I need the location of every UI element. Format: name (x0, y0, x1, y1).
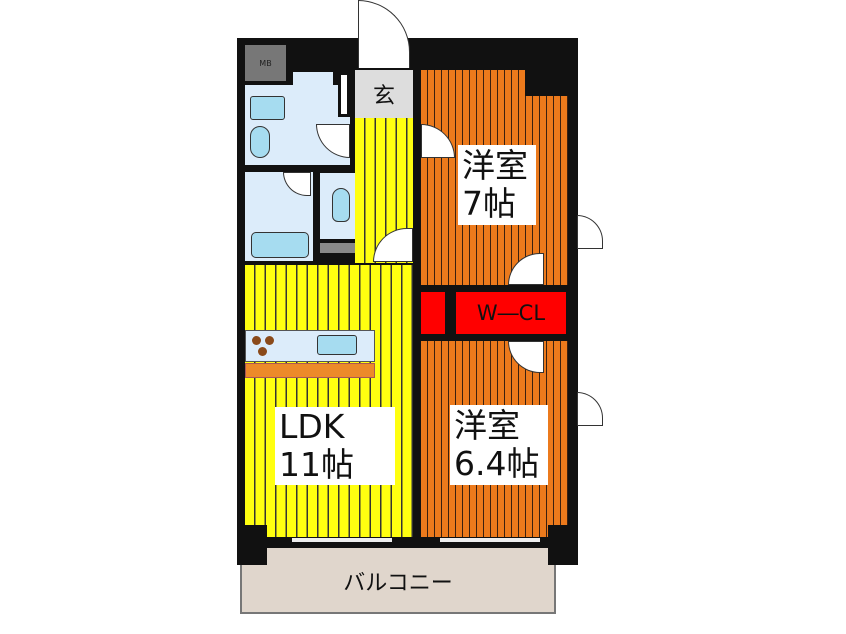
window-room2[interactable] (440, 538, 540, 542)
walk-in-closet: W―CL (456, 292, 566, 334)
washroom-top (293, 72, 333, 86)
bathtub (251, 232, 309, 258)
column-br (548, 525, 578, 565)
ldk-room (245, 265, 413, 537)
shelf (338, 72, 350, 117)
wcl-label: W―CL (476, 301, 546, 325)
window-ldk[interactable] (292, 538, 392, 542)
washing-machine (250, 126, 270, 158)
ldk-name: LDK (279, 407, 345, 446)
room2-window[interactable] (577, 392, 603, 426)
entrance: 玄 (355, 70, 413, 118)
ldk-label: LDK 11帖 (275, 407, 395, 485)
western-room-1-size: 7帖 (462, 184, 516, 223)
entrance-label: 玄 (372, 84, 395, 109)
column-bl (237, 525, 267, 565)
western-room-2-label: 洋室 6.4帖 (450, 405, 548, 485)
toilet-shelf (320, 243, 366, 253)
balcony: バルコニー (240, 540, 556, 614)
western-room-1-label: 洋室 7帖 (458, 145, 536, 225)
column (525, 62, 570, 96)
stove-icon (250, 334, 280, 360)
balcony-label: バルコニー (343, 571, 453, 596)
toilet (332, 188, 350, 222)
wcl-left (421, 292, 445, 334)
western-room-2-size: 6.4帖 (454, 444, 540, 483)
meter-box: MB (245, 45, 286, 81)
mb-label: MB (259, 58, 272, 68)
western-room-2-name: 洋室 (454, 406, 520, 445)
counter-bar (245, 363, 375, 378)
room1-window[interactable] (577, 215, 603, 249)
ldk-size: 11帖 (279, 445, 354, 484)
western-room-1-name: 洋室 (462, 146, 528, 185)
front-door[interactable] (358, 0, 410, 68)
sink (250, 96, 285, 120)
kitchen-sink (317, 335, 357, 355)
